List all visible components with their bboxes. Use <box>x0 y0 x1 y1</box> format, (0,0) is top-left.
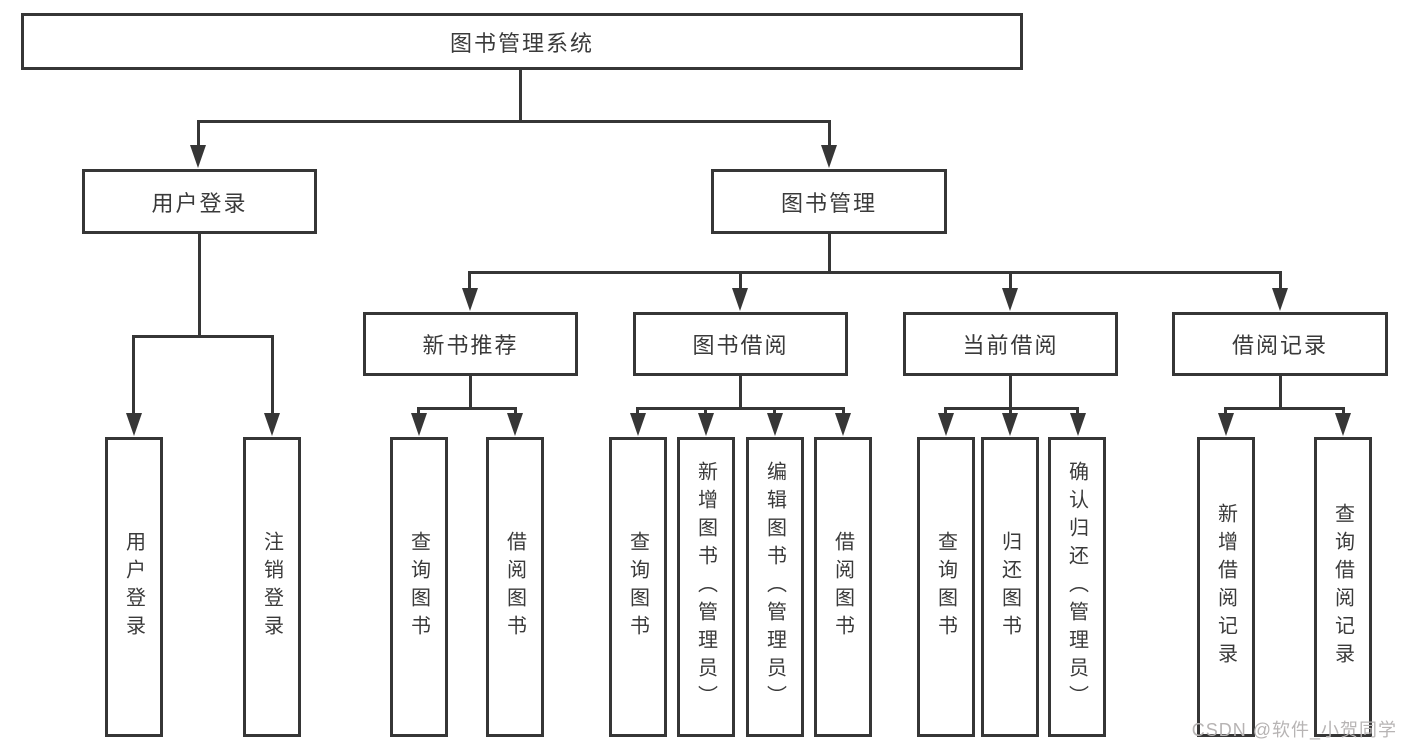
connector-line <box>469 376 472 410</box>
arrowhead <box>1070 413 1086 436</box>
leaf-query-book-recommend: 查询图书 <box>390 437 448 737</box>
leaf-label: 确认归还（管理员） <box>1065 461 1088 713</box>
arrowhead <box>698 413 714 436</box>
leaf-label: 借阅图书 <box>831 531 854 643</box>
leaf-query-book-current: 查询图书 <box>917 437 975 737</box>
connector-line <box>704 407 707 417</box>
leaf-label: 新增图书（管理员） <box>694 461 717 713</box>
arrowhead <box>630 413 646 436</box>
connector-line <box>1009 407 1012 417</box>
connector-line <box>1009 271 1012 291</box>
arrowhead <box>126 413 142 436</box>
connector-line <box>197 120 200 148</box>
node-borrow-record: 借阅记录 <box>1172 312 1388 376</box>
leaf-add-borrow-record: 新增借阅记录 <box>1197 437 1255 737</box>
node-current-borrow: 当前借阅 <box>903 312 1118 376</box>
leaf-label: 新增借阅记录 <box>1214 503 1237 671</box>
leaf-label: 用户登录 <box>122 531 145 643</box>
leaf-confirm-return-admin: 确认归还（管理员） <box>1048 437 1106 737</box>
leaf-label: 归还图书 <box>998 531 1021 643</box>
node-book-management: 图书管理 <box>711 169 947 234</box>
leaf-label: 查询借阅记录 <box>1331 503 1354 671</box>
watermark: CSDN @软件_小贺同学 <box>1191 720 1397 740</box>
connector-line <box>514 407 517 417</box>
node-book-borrow: 图书借阅 <box>633 312 848 376</box>
connector-line <box>636 407 845 410</box>
connector-line <box>417 407 517 410</box>
connector-line <box>1342 407 1345 417</box>
arrowhead <box>1002 413 1018 436</box>
leaf-borrow-book-borrow: 借阅图书 <box>814 437 872 737</box>
connector-line <box>828 234 831 274</box>
node-user-login: 用户登录 <box>82 169 317 234</box>
connector-line <box>1224 407 1227 417</box>
connector-line <box>1076 407 1079 417</box>
connector-line <box>739 376 742 410</box>
leaf-label: 注销登录 <box>260 531 283 643</box>
connector-line <box>271 335 274 417</box>
connector-line <box>1279 376 1282 410</box>
connector-line <box>1224 407 1345 410</box>
leaf-label: 编辑图书（管理员） <box>763 461 786 713</box>
arrowhead <box>190 145 206 168</box>
arrowhead <box>507 413 523 436</box>
leaf-return-book: 归还图书 <box>981 437 1039 737</box>
connector-line <box>1009 376 1012 410</box>
node-root: 图书管理系统 <box>21 13 1023 70</box>
leaf-borrow-book-recommend: 借阅图书 <box>486 437 544 737</box>
leaf-query-borrow-record: 查询借阅记录 <box>1314 437 1372 737</box>
leaf-add-book-admin: 新增图书（管理员） <box>677 437 735 737</box>
leaf-label: 借阅图书 <box>503 531 526 643</box>
leaf-edit-book-admin: 编辑图书（管理员） <box>746 437 804 737</box>
arrowhead <box>767 413 783 436</box>
arrowhead <box>938 413 954 436</box>
connector-line <box>944 407 947 417</box>
connector-line <box>739 271 742 291</box>
connector-line <box>198 234 201 338</box>
leaf-query-book-borrow: 查询图书 <box>609 437 667 737</box>
arrowhead <box>821 145 837 168</box>
connector-line <box>468 271 1281 274</box>
arrowhead <box>1335 413 1351 436</box>
connector-line <box>132 335 274 338</box>
leaf-label: 查询图书 <box>934 531 957 643</box>
arrowhead <box>411 413 427 436</box>
arrowhead <box>1218 413 1234 436</box>
arrowhead <box>732 288 748 311</box>
leaf-label: 查询图书 <box>626 531 649 643</box>
arrowhead <box>1272 288 1288 311</box>
leaf-user-login: 用户登录 <box>105 437 163 737</box>
connector-line <box>468 271 471 291</box>
connector-line <box>132 335 135 417</box>
connector-line <box>828 120 831 148</box>
arrowhead <box>835 413 851 436</box>
connector-line <box>842 407 845 417</box>
leaf-label: 查询图书 <box>407 531 430 643</box>
connector-line <box>1279 271 1282 291</box>
connector-line <box>773 407 776 417</box>
connector-line <box>197 120 831 123</box>
leaf-logout-login: 注销登录 <box>243 437 301 737</box>
connector-line <box>636 407 639 417</box>
arrowhead <box>264 413 280 436</box>
connector-line <box>417 407 420 417</box>
arrowhead <box>1002 288 1018 311</box>
node-new-book-recommend: 新书推荐 <box>363 312 578 376</box>
connector-line <box>519 70 522 122</box>
arrowhead <box>462 288 478 311</box>
